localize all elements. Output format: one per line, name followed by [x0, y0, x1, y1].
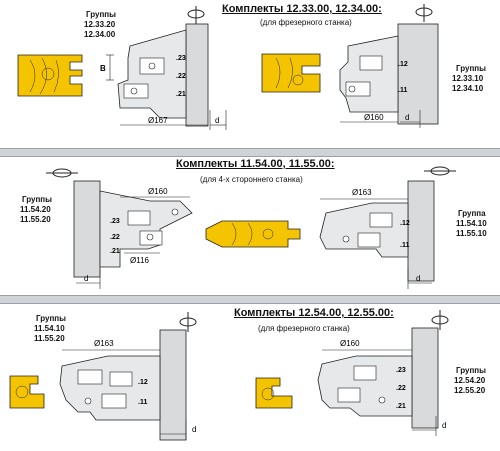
panel-3: Комплекты 12.54.00, 12.55.00: (для фрезе… [0, 304, 500, 451]
code-label: .23 [396, 367, 406, 374]
code-label: .11 [398, 87, 407, 94]
code-label: .23 [176, 55, 186, 62]
diameter-label: Ø160 [148, 187, 168, 196]
code-label: .21 [110, 248, 120, 255]
panel-3-groups-left-item: 11.55.20 [34, 334, 65, 343]
panel-1-groups-right-item: 12.33.10 [452, 74, 484, 83]
panel-2-groups-right-item: 11.55.10 [456, 229, 487, 238]
code-label: .21 [396, 403, 406, 410]
d-label: d [416, 274, 420, 283]
panel-2-drawing: Ø160 Ø116 d .23 .22 .21 Ø163 d .12 .11 [46, 166, 456, 289]
workpiece-profile [17, 54, 83, 97]
diameter-label: Ø116 [130, 256, 150, 265]
panel-1: Комплекты 12.33.00, 12.34.00: (для фрезе… [0, 0, 500, 148]
diameter-label: Ø160 [340, 339, 360, 348]
separator [0, 295, 500, 304]
panel-2-groups-left-item: 11.54.20 [20, 205, 51, 214]
d-label: d [442, 421, 446, 430]
separator [0, 148, 500, 157]
code-label: .22 [396, 385, 406, 392]
code-label: .11 [138, 399, 147, 406]
panel-2-groups-right-item: 11.54.10 [456, 219, 487, 228]
panel-2: Комплекты 11.54.00, 11.55.00: (для 4-х с… [0, 157, 500, 295]
panel-2-subtitle: (для 4-х стороннего станка) [200, 175, 303, 184]
panel-2-groups-left-label: Группы [22, 195, 52, 204]
panel-3-groups-right-label: Группы [456, 366, 486, 375]
code-label: .21 [176, 91, 186, 98]
d-label: d [84, 274, 88, 283]
code-label: .11 [400, 242, 409, 249]
panel-1-groups-left-label: Группы [86, 10, 116, 19]
panel-1-title: Комплекты 12.33.00, 12.34.00: [222, 3, 382, 15]
code-label: .12 [400, 220, 410, 227]
code-label: .12 [138, 379, 148, 386]
panel-2-groups-right-label: Группа [458, 209, 486, 218]
d-label: d [405, 113, 409, 122]
code-label: .22 [110, 234, 120, 241]
code-label: .12 [398, 61, 408, 68]
panel-1-groups-left-item: 12.33.20 [84, 20, 116, 29]
diameter-label: Ø167 [148, 116, 168, 125]
panel-3-title: Комплекты 12.54.00, 12.55.00: [234, 307, 394, 319]
diameter-label: Ø160 [364, 113, 384, 122]
panel-3-subtitle: (для фрезерного станка) [258, 324, 350, 333]
panel-1-groups-right-item: 12.34.10 [452, 84, 484, 93]
panel-1-groups-left-item: 12.34.00 [84, 30, 116, 39]
panel-3-groups-left-label: Группы [36, 314, 66, 323]
b-label: B [100, 64, 106, 73]
panel-1-subtitle: (для фрезерного станка) [260, 18, 352, 27]
code-label: .22 [176, 73, 186, 80]
panel-2-title: Комплекты 11.54.00, 11.55.00: [176, 158, 335, 170]
diameter-label: Ø163 [352, 188, 372, 197]
d-label: d [192, 425, 196, 434]
panel-3-groups-left-item: 11.54.10 [34, 324, 65, 333]
d-label: d [215, 116, 219, 125]
panel-3-groups-right-item: 12.55.20 [454, 386, 486, 395]
panel-1-groups-right-label: Группы [456, 64, 486, 73]
panel-2-groups-left-item: 11.55.20 [20, 215, 51, 224]
code-label: .23 [110, 218, 120, 225]
panel-1-drawing: B Ø167 d .23 .22 .21 Ø160 d .12 .11 [17, 4, 439, 130]
diameter-label: Ø163 [94, 339, 114, 348]
panel-3-groups-right-item: 12.54.20 [454, 376, 486, 385]
panel-3-drawing: Ø163 d .12 .11 Ø160 d .23 .22 .21 [9, 310, 449, 441]
